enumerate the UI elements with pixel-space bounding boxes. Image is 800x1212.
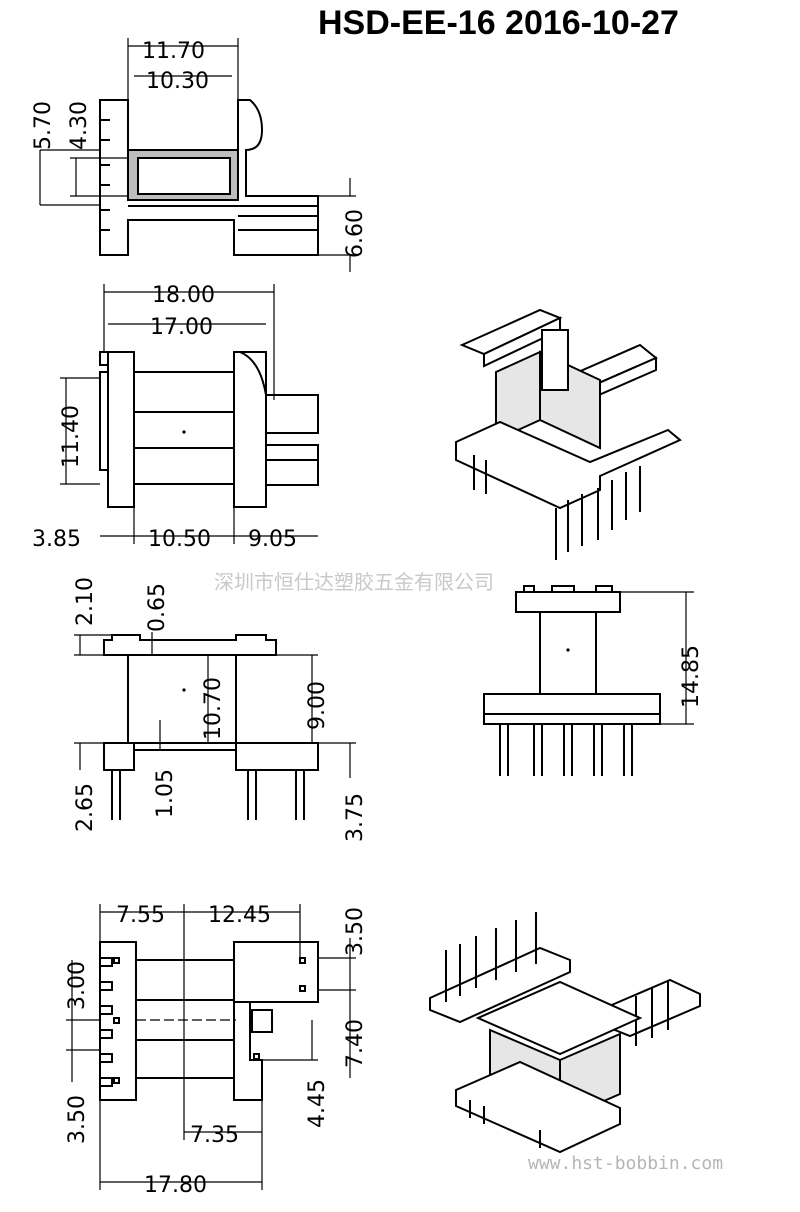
dim-bottom-left-mid: 3.00 (65, 961, 90, 1010)
top-view: 11.70 10.30 5.70 4.30 6.60 (31, 38, 368, 272)
dim-top-inner-width: 10.30 (146, 69, 209, 94)
dim-side-pin-left: 2.65 (73, 783, 98, 832)
dim-side-flange-thickness: 0.65 (145, 583, 170, 632)
watermark-company: 深圳市恒仕达塑胶五金有限公司 (214, 570, 494, 594)
dim-front-total-width: 18.00 (152, 283, 215, 308)
dim-top-inner-height: 4.30 (67, 101, 92, 150)
dim-bottom-left-width: 7.55 (116, 903, 165, 928)
dim-side-pin-right: 3.75 (343, 793, 368, 842)
dim-bottom-right-bot: 4.45 (305, 1079, 330, 1128)
side-right-view: 14.85 (483, 585, 704, 776)
dim-front-flange-width: 17.00 (150, 315, 213, 340)
dim-side-base-thickness: 1.05 (153, 769, 178, 818)
dim-side-top-height: 2.10 (73, 577, 98, 626)
dim-bottom-right-top: 3.50 (343, 907, 368, 956)
document-title: HSD-EE-16 2016-10-27 (318, 4, 679, 42)
dim-side-inner-height: 9.00 (305, 681, 330, 730)
dim-front-seg-left: 3.85 (32, 527, 81, 552)
dim-top-total-height: 5.70 (31, 101, 56, 150)
isometric-view-bottom (429, 912, 701, 1154)
dim-front-core-height: 11.40 (59, 405, 84, 468)
dim-front-seg-mid: 10.50 (148, 527, 211, 552)
dim-bottom-right-width: 12.45 (208, 903, 271, 928)
bottom-view: 7.55 12.45 3.50 3.00 7.40 3.50 4.45 7.35… (65, 903, 368, 1198)
dim-side-total-height: 14.85 (679, 645, 704, 708)
dim-side-window-height: 10.70 (201, 677, 226, 740)
dim-front-seg-right: 9.05 (248, 527, 297, 552)
isometric-view-top (455, 308, 682, 560)
side-view: 2.10 0.65 10.70 9.00 2.65 1.05 3.75 (73, 577, 368, 842)
dim-bottom-left-bot: 3.50 (65, 1095, 90, 1144)
dim-top-base-height: 6.60 (343, 209, 368, 258)
dim-top-outer-width: 11.70 (142, 39, 205, 64)
dim-bottom-total-width: 17.80 (144, 1173, 207, 1198)
watermark-url: www.hst-bobbin.com (528, 1153, 724, 1174)
dim-bottom-center-width: 7.35 (190, 1123, 239, 1148)
front-view: 18.00 17.00 11.40 3.85 10.50 9.05 (32, 283, 319, 552)
dim-bottom-right-mid: 7.40 (343, 1019, 368, 1068)
